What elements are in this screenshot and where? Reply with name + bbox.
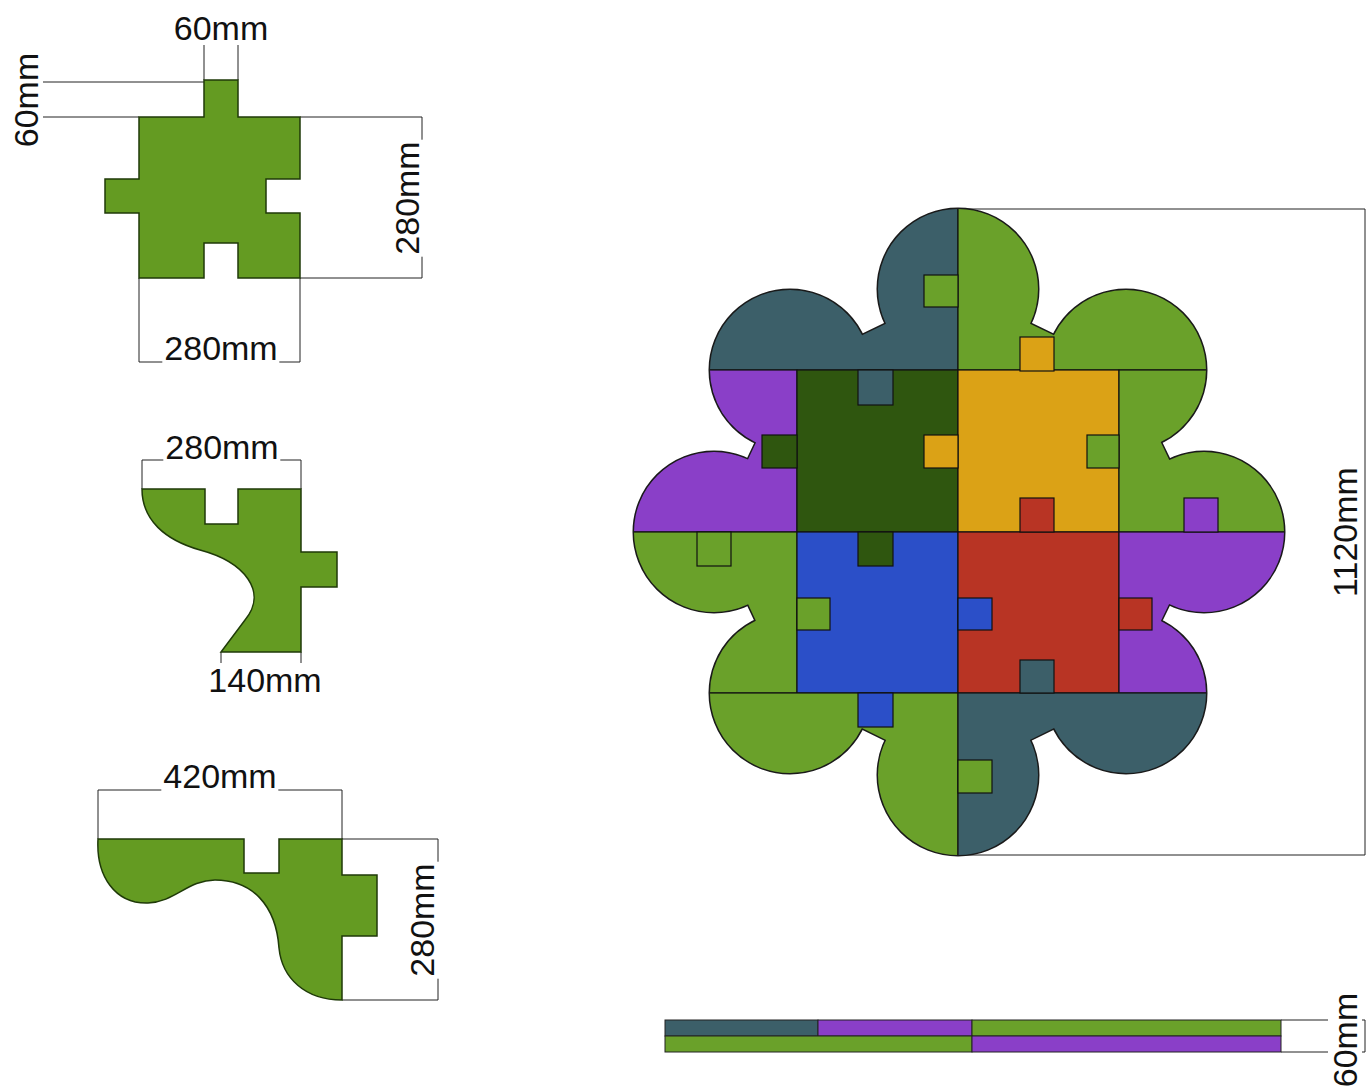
dimension-label: 140mm [206,663,323,697]
dimension-label: 280mm [390,139,424,256]
dimension-label: 280mm [163,430,280,464]
dimension-label: 60mm [172,11,270,45]
dimension-label: 60mm [1328,991,1362,1089]
dimension-lines [42,42,1365,1052]
dimension-label: 1120mm [1328,465,1362,599]
assembled-tiles [630,205,1288,859]
dimension-label: 280mm [405,861,439,978]
side-view [665,1020,1281,1052]
dimension-label: 420mm [161,759,278,793]
square-piece [105,80,300,278]
corner-piece [98,839,377,1000]
dimension-label: 60mm [9,51,43,149]
edge-piece [142,489,337,652]
dimension-label: 280mm [162,331,279,365]
